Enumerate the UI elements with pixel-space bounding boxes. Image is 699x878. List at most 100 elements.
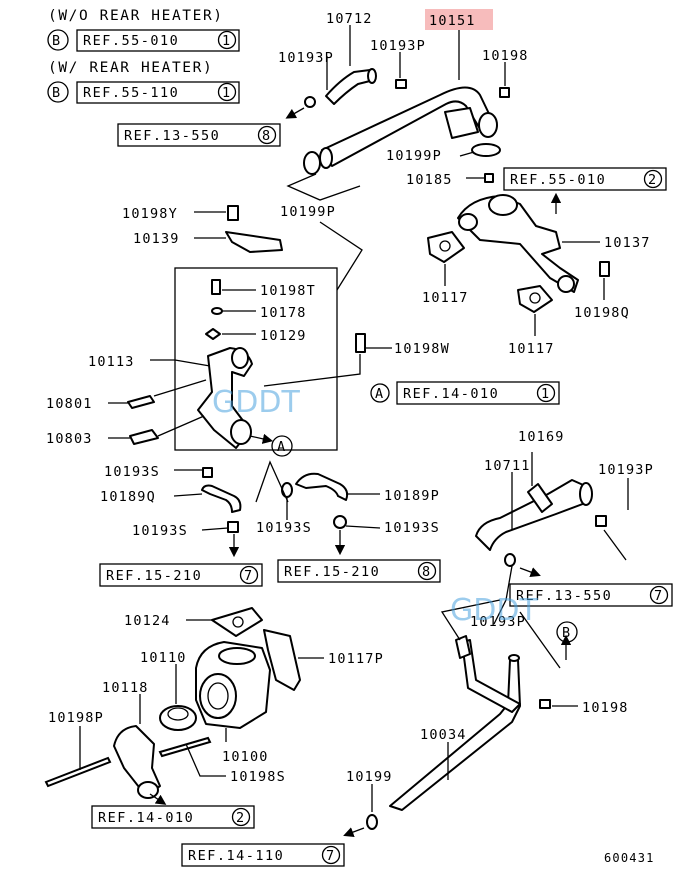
gasket-10117p: [263, 629, 301, 691]
part-label-10178[interactable]: 10178: [260, 305, 307, 321]
ref-circle-b-2: [47, 81, 69, 103]
part-label-10139[interactable]: 10139: [133, 231, 180, 247]
thermostat-10110: [159, 705, 197, 731]
part-label-10198w[interactable]: 10198W: [394, 341, 450, 357]
part-label-10193s-c[interactable]: 10193S: [256, 520, 312, 536]
part-label-10712[interactable]: 10712: [326, 11, 373, 27]
ref-box-55-010-1[interactable]: [76, 29, 240, 52]
thermostat-housing-10100: [195, 641, 271, 729]
part-label-10169[interactable]: 10169: [518, 429, 565, 445]
ref-box-14-010-2[interactable]: REF.14-010 2: [91, 805, 255, 829]
bracket-10139: [225, 231, 283, 253]
ref-box-15-210-8[interactable]: REF.15-210 8: [277, 559, 441, 583]
part-label-10137[interactable]: 10137: [604, 235, 651, 251]
part-label-10034[interactable]: 10034: [420, 727, 467, 743]
leader-10193p-d: [493, 565, 513, 625]
part-label-10198-b[interactable]: 10198: [582, 700, 629, 716]
part-label-10117-a[interactable]: 10117: [422, 290, 469, 306]
part-label-10801[interactable]: 10801: [46, 396, 93, 412]
part-label-10199[interactable]: 10199: [346, 769, 393, 785]
bolt-10198-b: [539, 699, 551, 709]
part-label-10198y[interactable]: 10198Y: [122, 206, 178, 222]
hose-10189p: [295, 472, 349, 501]
part-label-10193p-a[interactable]: 10193P: [278, 50, 334, 66]
ref-55-010-2-text: REF.55-010: [510, 172, 606, 188]
leader-10198w-b: [263, 354, 361, 387]
part-label-10117p[interactable]: 10117P: [328, 651, 384, 667]
part-label-10189p[interactable]: 10189P: [384, 488, 440, 504]
header-line-1: (W/O REAR HEATER): [48, 8, 224, 24]
part-label-10193s-a[interactable]: 10193S: [104, 464, 160, 480]
ref-55-110-1-text: REF.55-110: [83, 85, 179, 101]
ref-15-210-7-text: REF.15-210: [106, 568, 202, 584]
oring-10199: [366, 814, 378, 830]
ref-box-14-110-7[interactable]: REF.14-110 7: [181, 843, 345, 867]
water-pipe-fitting-inset: [197, 347, 253, 449]
ref-box-13-550-7[interactable]: REF.13-550 7: [509, 583, 673, 607]
ref-13-550-7-num: 7: [654, 588, 663, 604]
leader-b-line-b: [519, 611, 561, 669]
ref-box-13-550-8[interactable]: REF.13-550 8: [117, 123, 281, 147]
water-pipe-10034: [389, 635, 521, 811]
part-label-10113[interactable]: 10113: [88, 354, 135, 370]
clamp-10193p-c: [595, 515, 607, 527]
gasket-10124: [211, 607, 263, 637]
ref-14-010-1-num: 1: [541, 386, 550, 402]
part-label-10198q[interactable]: 10198Q: [574, 305, 630, 321]
ref-13-550-8-num: 8: [262, 128, 271, 144]
hose-10711: [475, 479, 593, 551]
part-label-10198-a[interactable]: 10198: [482, 48, 529, 64]
part-label-10129[interactable]: 10129: [260, 328, 307, 344]
leader-10113-in: [174, 359, 211, 367]
part-label-10193s-b[interactable]: 10193S: [132, 523, 188, 539]
part-label-10189q[interactable]: 10189Q: [100, 489, 156, 505]
part-label-10193s-d[interactable]: 10193S: [384, 520, 440, 536]
ref-box-55-010-2[interactable]: REF.55-010 2: [503, 167, 667, 191]
leader-10189q: [173, 493, 203, 497]
part-label-10199p-b[interactable]: 10199P: [280, 204, 336, 220]
arrow-a-inset: [249, 433, 274, 444]
hose-10712: [325, 68, 377, 105]
part-label-10199p-a[interactable]: 10199P: [386, 148, 442, 164]
part-label-10198s[interactable]: 10198S: [230, 769, 286, 785]
part-label-10118[interactable]: 10118: [102, 680, 149, 696]
part-label-10117-b[interactable]: 10117: [508, 341, 555, 357]
part-label-10110[interactable]: 10110: [140, 650, 187, 666]
part-label-10198p[interactable]: 10198P: [48, 710, 104, 726]
ref-14-010-2-num: 2: [236, 810, 245, 826]
leader-10801-b: [153, 379, 207, 397]
leader-b-line-a: [440, 599, 501, 641]
sensor-10803: [129, 429, 159, 445]
part-label-10711[interactable]: 10711: [484, 458, 531, 474]
ref-55-010-1-num-circle: [217, 30, 237, 50]
arrow-to-ref-13-550: [285, 107, 305, 119]
water-inlet-10118: [113, 725, 161, 799]
leader-10193s-b: [201, 527, 229, 531]
ref-box-14-010-1[interactable]: A REF.14-010 1: [370, 381, 560, 405]
ref-55-110-1-num-circle: [217, 82, 237, 102]
part-label-10193p-c[interactable]: 10193P: [598, 462, 654, 478]
ref-55-110-1-num: 1: [222, 85, 231, 101]
part-label-10185[interactable]: 10185: [406, 172, 453, 188]
part-label-10193p-b[interactable]: 10193P: [370, 38, 426, 54]
ref-box-55-110-1[interactable]: [76, 81, 240, 104]
ref-55-010-2-num: 2: [648, 172, 657, 188]
arrow-to-ref-14-110-7: [343, 827, 365, 838]
callout-a-letter-inset: A: [277, 439, 286, 455]
part-label-10193p-d[interactable]: 10193P: [470, 614, 526, 630]
part-label-10803[interactable]: 10803: [46, 431, 93, 447]
ref-13-550-8-text: REF.13-550: [124, 128, 220, 144]
leader-10193p-c-b: [603, 529, 627, 561]
ref-15-210-7-num: 7: [244, 568, 253, 584]
bolt-10198t: [211, 279, 221, 295]
part-label-10124[interactable]: 10124: [124, 613, 171, 629]
ref-13-550-7-text: REF.13-550: [516, 588, 612, 604]
part-label-10100[interactable]: 10100: [222, 749, 269, 765]
clamp-10193p-d: [504, 553, 516, 567]
part-label-10151[interactable]: 10151: [429, 13, 476, 29]
sensor-10801: [127, 395, 155, 409]
part-label-10198t[interactable]: 10198T: [260, 283, 316, 299]
ref-box-15-210-7[interactable]: REF.15-210 7: [99, 563, 263, 587]
ref-55-010-1-num: 1: [222, 33, 231, 49]
gasket-10117-a: [427, 231, 465, 263]
